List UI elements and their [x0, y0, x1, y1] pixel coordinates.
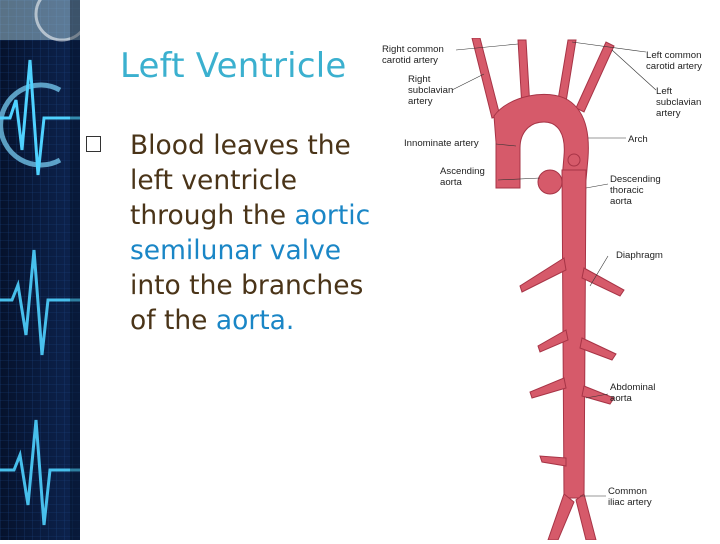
slide-title: Left Ventricle	[120, 46, 347, 86]
bullet-text-middle: into the branches of the	[130, 270, 364, 336]
bullet-item: Blood leaves the left ventricle through …	[86, 128, 376, 338]
bullet-text: Blood leaves the left ventricle through …	[130, 128, 376, 338]
checkbox-bullet-icon	[86, 136, 101, 152]
highlight-aorta: aorta.	[215, 305, 295, 336]
bullet-text-start: Blood leaves the left ventricle through …	[130, 130, 351, 231]
label-leader-lines	[451, 41, 657, 497]
label-arch: Arch	[628, 134, 648, 145]
ecg-heartbeat-icon	[0, 0, 80, 540]
aorta-vessels	[471, 37, 625, 541]
label-innominate: Innominate artery	[404, 138, 479, 149]
label-diaphragm: Diaphragm	[616, 250, 663, 261]
highlight-aortic-valve: aortic semilunar valve	[130, 200, 371, 266]
ecg-sidebar	[0, 0, 80, 540]
